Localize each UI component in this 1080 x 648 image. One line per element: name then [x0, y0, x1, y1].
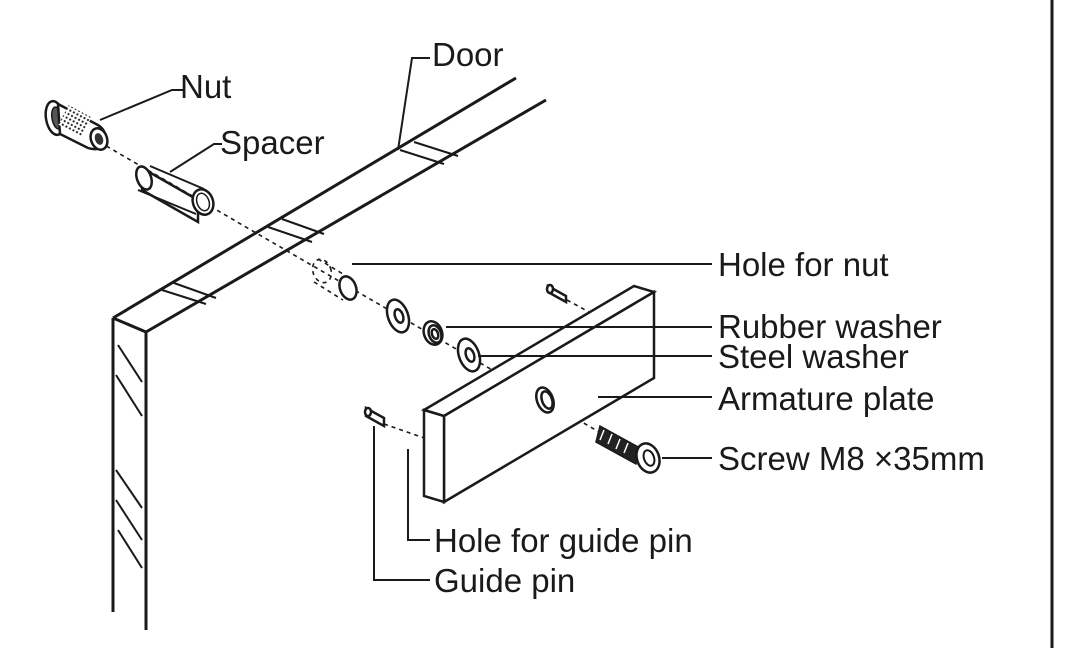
label-armature-plate: Armature plate — [718, 380, 934, 417]
label-screw: Screw M8 ×35mm — [718, 440, 985, 477]
label-hole-for-nut: Hole for nut — [718, 246, 889, 283]
first-washer-part — [385, 298, 411, 334]
label-steel-washer: Steel washer — [718, 338, 909, 375]
label-spacer: Spacer — [220, 124, 325, 161]
rubber-washer-part — [422, 320, 444, 346]
label-hole-for-guide-pin: Hole for guide pin — [434, 522, 693, 559]
label-nut: Nut — [180, 68, 231, 105]
label-guide-pin: Guide pin — [434, 562, 575, 599]
spacer-part — [134, 165, 215, 225]
nut-part — [44, 99, 109, 151]
guide-pin-lower — [363, 405, 431, 441]
door-panel — [111, 76, 547, 630]
steel-washer-part — [456, 337, 482, 373]
armature-plate-part — [420, 284, 658, 505]
guide-pin-upper — [545, 283, 601, 319]
label-rubber-washer: Rubber washer — [718, 308, 942, 345]
leader-lines — [99, 57, 712, 581]
hole-for-nut-part — [311, 258, 358, 301]
screw-part — [595, 424, 661, 474]
label-door: Door — [432, 36, 504, 73]
